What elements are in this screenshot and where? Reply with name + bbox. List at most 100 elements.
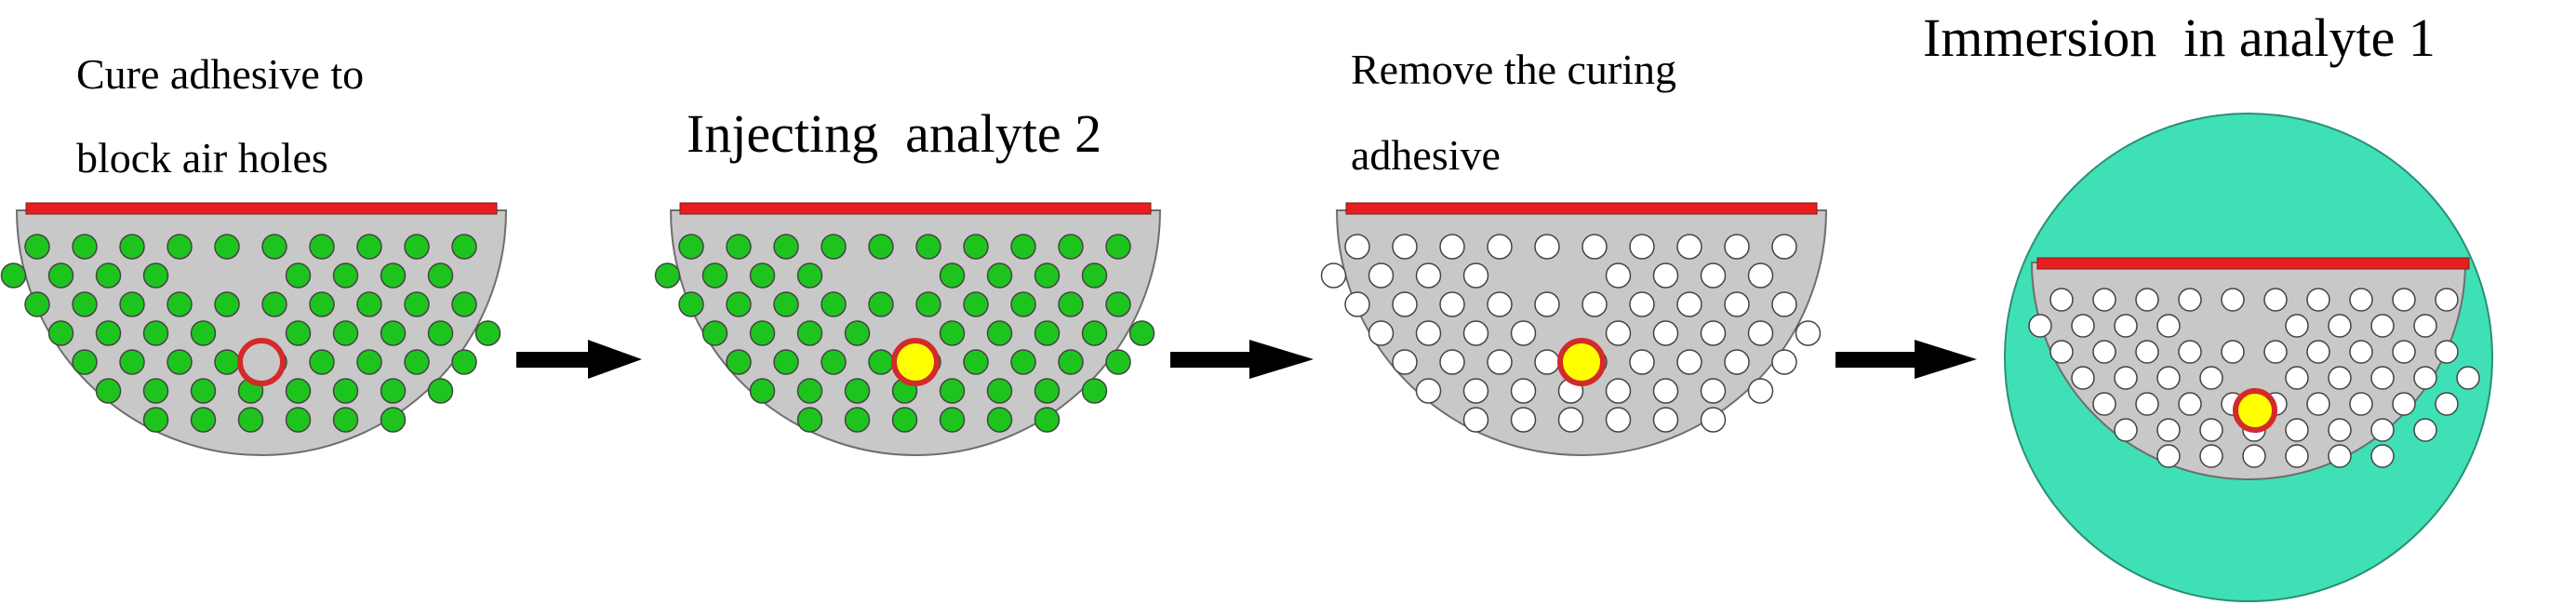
air-hole-empty	[1487, 291, 1513, 317]
air-hole-filled	[939, 262, 966, 289]
air-hole-empty	[2263, 340, 2288, 364]
air-hole-empty	[2328, 444, 2352, 468]
air-hole-filled	[380, 407, 407, 433]
air-hole-empty	[2328, 366, 2352, 390]
air-hole-filled	[821, 349, 847, 375]
air-hole-filled	[939, 407, 966, 433]
air-hole-filled	[332, 378, 359, 404]
air-hole-empty	[1582, 234, 1608, 260]
air-hole-empty	[1676, 291, 1702, 317]
air-hole-empty	[1724, 291, 1750, 317]
air-hole-empty	[1700, 407, 1727, 433]
air-hole-empty	[2199, 444, 2223, 468]
air-hole-filled	[380, 262, 407, 289]
air-hole-filled	[309, 234, 335, 260]
air-hole-filled	[214, 349, 240, 375]
air-hole-filled	[404, 291, 430, 317]
air-hole-filled	[237, 407, 264, 433]
air-hole-filled	[214, 291, 240, 317]
air-hole-empty	[2392, 392, 2416, 416]
air-hole-filled	[1105, 291, 1131, 317]
air-hole-empty	[2392, 288, 2416, 312]
air-hole-empty	[1462, 320, 1489, 346]
air-hole-empty	[1439, 349, 1465, 375]
air-hole-filled	[285, 407, 312, 433]
air-hole-filled	[285, 320, 312, 346]
air-hole-empty	[2135, 340, 2159, 364]
air-hole-filled	[773, 234, 799, 260]
air-hole-filled	[451, 234, 477, 260]
air-hole-empty	[1605, 320, 1632, 346]
air-hole-empty	[1368, 262, 1395, 289]
air-hole-empty	[2285, 314, 2309, 338]
air-hole-empty	[1605, 262, 1632, 289]
red-film	[679, 202, 1152, 215]
air-hole-empty	[2114, 314, 2138, 338]
air-hole-empty	[1771, 349, 1797, 375]
air-hole-empty	[1771, 291, 1797, 317]
air-hole-filled	[773, 349, 799, 375]
air-hole-empty	[1534, 234, 1560, 260]
air-hole-filled	[796, 378, 823, 404]
air-hole-empty	[2135, 288, 2159, 312]
air-hole-filled	[356, 234, 382, 260]
air-hole-empty	[2092, 288, 2116, 312]
air-hole-filled	[332, 320, 359, 346]
air-hole-filled	[72, 291, 98, 317]
air-hole-filled	[214, 234, 240, 260]
air-hole-filled	[119, 349, 145, 375]
air-hole-filled	[678, 234, 704, 260]
air-hole-filled	[285, 378, 312, 404]
caption-step2: Injecting analyte 2	[687, 103, 1101, 164]
air-hole-empty	[1534, 349, 1560, 375]
air-hole-empty	[1557, 407, 1584, 433]
caption-step4: Immersion in analyte 1	[1923, 7, 2436, 68]
air-hole-empty	[1700, 378, 1727, 404]
air-hole-empty	[1795, 320, 1822, 346]
air-hole-filled	[1034, 378, 1061, 404]
air-hole-empty	[2199, 366, 2223, 390]
air-hole-filled	[654, 262, 681, 289]
air-hole-array	[654, 234, 1155, 433]
air-hole-filled	[821, 291, 847, 317]
air-hole-empty	[2328, 418, 2352, 442]
air-hole-filled	[939, 378, 966, 404]
air-hole-empty	[2306, 392, 2330, 416]
air-hole-filled	[427, 378, 454, 404]
air-hole-filled	[868, 234, 894, 260]
air-hole-empty	[1771, 234, 1797, 260]
air-hole-filled	[142, 262, 169, 289]
air-hole-empty	[2413, 366, 2437, 390]
air-hole-empty	[2178, 392, 2202, 416]
air-hole-filled	[963, 234, 989, 260]
air-hole-filled	[167, 349, 193, 375]
air-hole-filled	[261, 234, 287, 260]
air-hole-empty	[1439, 234, 1465, 260]
air-hole-empty	[2092, 392, 2116, 416]
air-hole-filled	[380, 378, 407, 404]
air-hole-filled	[1034, 262, 1061, 289]
air-hole-filled	[939, 320, 966, 346]
air-hole-empty	[2049, 340, 2074, 364]
air-hole-empty	[1392, 291, 1418, 317]
air-hole-filled	[678, 291, 704, 317]
air-hole-empty	[1439, 291, 1465, 317]
air-hole-filled	[95, 378, 122, 404]
air-hole-empty	[2114, 366, 2138, 390]
air-hole-empty	[1605, 407, 1632, 433]
air-hole-filled	[1105, 349, 1131, 375]
air-hole-filled	[891, 407, 918, 433]
air-hole-filled	[726, 234, 752, 260]
caption-step3-line2: adhesive	[1351, 131, 1501, 179]
arrow-shaft	[1835, 352, 1917, 368]
air-hole-empty	[1629, 291, 1655, 317]
arrow-2	[1170, 340, 1314, 379]
air-hole-filled	[986, 320, 1013, 346]
air-hole-filled	[726, 291, 752, 317]
air-hole-empty	[1510, 407, 1537, 433]
air-hole-filled	[285, 262, 312, 289]
air-hole-filled	[95, 262, 122, 289]
air-hole-filled	[726, 349, 752, 375]
air-hole-empty	[2156, 366, 2181, 390]
air-hole-filled	[95, 320, 122, 346]
